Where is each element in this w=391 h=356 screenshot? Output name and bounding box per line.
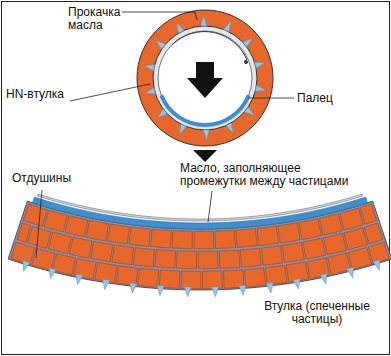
sintered-particle [236,229,257,248]
sintered-particle [27,226,51,248]
sintered-particle [240,248,261,267]
sintered-particle [340,208,364,230]
hn-bushing-ring [137,10,273,146]
load-arrow [187,62,223,98]
sintered-particle [344,228,368,250]
sintered-particle [172,231,192,249]
sintered-particle [69,237,92,258]
sintered-particle [219,250,240,268]
sintered-particle [303,238,326,259]
sintered-particle [360,204,377,224]
sintered-particle [299,219,322,240]
sintered-bushing-section [8,194,391,297]
vent-pore [266,283,273,293]
vent-pore [373,260,380,271]
oil-channel [201,16,207,26]
vent-pore [76,274,83,285]
callout-label: Отдушины [12,172,92,185]
vent-pore [347,267,354,278]
oil-flow-marks [144,16,266,140]
oil-channel [156,41,166,50]
sintered-particle [202,271,222,289]
sintered-particle [23,204,47,226]
vent-pore [239,285,246,295]
sintered-particle [107,224,129,244]
sintered-particle [364,223,383,244]
vent-pore [320,274,327,285]
vent-pore [49,268,56,279]
oil-channel [179,124,186,134]
sintered-particle [44,210,68,232]
oil-channel [177,23,184,33]
sintered-particle [215,230,235,248]
sintered-particle [348,247,372,269]
leader-lines [36,12,294,258]
oil-film [33,197,368,229]
sintered-particle [155,250,176,269]
vent-pore [103,279,110,289]
oil-channel [243,38,253,47]
sintered-particle [129,227,150,246]
sintered-particle [177,251,197,269]
oil-channel [203,130,209,140]
sintered-particle [48,232,71,254]
sintered-particle [116,266,138,286]
vent-pore [212,287,219,297]
sintered-particle [32,248,56,270]
sintered-particle [112,245,134,265]
callout-label: Масло, заполняющее промежутки между част… [180,162,360,188]
oil-channel [226,123,233,133]
sintered-particle [244,268,265,287]
vent-pore [184,287,191,297]
callout-label: Прокачка масла [68,6,132,32]
vent-pore [293,279,300,289]
oil-film [159,95,250,127]
sintered-particle [90,241,112,261]
oil-channel [255,62,266,68]
sintered-particle [261,246,283,266]
sintered-particle [319,214,342,236]
sintered-particle [133,248,154,267]
vent-pore [23,261,30,272]
sintered-particle [265,265,287,285]
oil-channel [145,88,156,94]
oil-channel [244,107,254,116]
callout-label: Втулка (спеченные частицы) [250,300,384,326]
sintered-particle [86,220,109,241]
oil-channel [144,65,155,71]
sintered-particle [151,229,172,248]
sintered-particle [282,242,304,262]
sintered-particle [328,253,351,274]
zoom-arrow [193,150,217,162]
oil-channel [255,85,266,91]
callout-label: HN-втулка [6,88,76,101]
sintered-particle [278,223,300,243]
sintered-particle [181,271,201,289]
oil-channel [224,22,231,32]
sintered-particle [323,233,346,255]
oil-channel [157,109,167,118]
rotation-dot [244,60,248,64]
sintered-particle [138,268,159,287]
sintered-particle [257,226,279,246]
sintered-particle [65,216,88,237]
sintered-particle [198,251,218,269]
sintered-particle [52,254,75,275]
pin-surface [38,194,363,221]
sintered-particle [194,231,214,249]
rotation-arc [172,32,247,60]
callout-label: Палец [297,92,377,105]
vent-pore [157,285,164,295]
vent-pore [130,283,137,293]
